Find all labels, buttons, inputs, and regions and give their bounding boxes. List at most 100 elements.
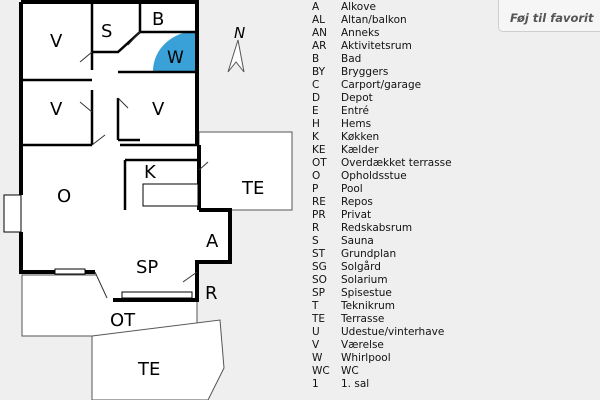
legend-label: Repos bbox=[341, 196, 373, 208]
legend-label: Opholdsstue bbox=[341, 170, 407, 182]
legend-code: T bbox=[312, 300, 319, 312]
legend-label: Privat bbox=[341, 209, 372, 221]
legend-label: Spisestue bbox=[341, 287, 392, 299]
legend-row: A Alkove bbox=[312, 1, 452, 14]
legend-code: TE bbox=[312, 313, 326, 325]
legend-label: WC bbox=[341, 365, 359, 377]
legend-label: Pool bbox=[341, 183, 363, 195]
room-label-k: K bbox=[144, 162, 157, 183]
legend-label: Alkove bbox=[341, 1, 376, 13]
legend-code: BY bbox=[312, 66, 326, 78]
legend-code: E bbox=[312, 105, 319, 117]
room-label-te1: TE bbox=[241, 178, 264, 199]
legend-label: 1. sal bbox=[341, 378, 370, 390]
legend-code: P bbox=[312, 183, 319, 195]
room-label-v2: V bbox=[50, 99, 63, 120]
legend-row: AR Aktivitetsrum bbox=[312, 40, 452, 53]
legend-code: K bbox=[312, 131, 319, 143]
legend-label: Grundplan bbox=[341, 248, 397, 260]
legend-row: B Bad bbox=[312, 53, 452, 66]
add-to-favorites-button[interactable]: Føj til favorit bbox=[498, 0, 600, 32]
room-label-s: S bbox=[101, 21, 112, 42]
legend-row: E Entré bbox=[312, 105, 452, 118]
room-label-w: W bbox=[167, 48, 184, 68]
legend-code: C bbox=[312, 79, 320, 91]
room-label-o: O bbox=[57, 186, 71, 207]
legend-label: Carport/garage bbox=[341, 79, 422, 91]
floor-plan: N V S B W V V K TE O A SP R OT TE bbox=[3, 0, 293, 400]
legend-code: AR bbox=[312, 40, 327, 52]
legend-row: P Pool bbox=[312, 183, 452, 196]
legend-code: D bbox=[312, 92, 321, 104]
legend-row: W Whirlpool bbox=[312, 352, 452, 365]
legend-label: Anneks bbox=[341, 27, 380, 39]
legend-label: Teknikrum bbox=[341, 300, 396, 312]
legend-label: Bad bbox=[341, 53, 362, 65]
room-label-v3: V bbox=[152, 99, 165, 120]
legend-code: OT bbox=[312, 157, 327, 169]
outer-walls bbox=[19, 0, 232, 302]
legend-row: RE Repos bbox=[312, 196, 452, 209]
room-label-v1: V bbox=[50, 31, 63, 52]
legend-row: U Udestue/vinterhave bbox=[312, 326, 452, 339]
legend-row: SG Solgård bbox=[312, 261, 452, 274]
window-marks bbox=[3, 183, 199, 299]
legend-label: Solarium bbox=[341, 274, 388, 286]
room-label-a: A bbox=[206, 231, 219, 252]
whirlpool-fixture bbox=[153, 31, 197, 71]
room-label-ot: OT bbox=[110, 310, 136, 331]
legend-row: T Teknikrum bbox=[312, 300, 452, 313]
legend-row: BY Bryggers bbox=[312, 66, 452, 79]
legend-label: Altan/balkon bbox=[341, 14, 407, 26]
legend-code: V bbox=[312, 339, 320, 351]
legend-code: KE bbox=[312, 144, 326, 156]
legend-code: U bbox=[312, 326, 320, 338]
room-label-sp: SP bbox=[136, 257, 158, 278]
legend-row: R Redskabsrum bbox=[312, 222, 452, 235]
north-label: N bbox=[234, 24, 245, 42]
legend-label: Sauna bbox=[341, 235, 374, 247]
legend-code: 1 bbox=[312, 378, 319, 390]
interior-walls bbox=[21, 2, 199, 300]
lower-terrace-area bbox=[91, 319, 225, 400]
legend-row: C Carport/garage bbox=[312, 79, 452, 92]
legend-code: R bbox=[312, 222, 320, 234]
legend-label: Kælder bbox=[341, 144, 379, 156]
legend-code: ST bbox=[312, 248, 326, 260]
legend-label: Redskabsrum bbox=[341, 222, 413, 234]
legend-label: Bryggers bbox=[341, 66, 389, 78]
legend-row: K Køkken bbox=[312, 131, 452, 144]
legend-label: Udestue/vinterhave bbox=[341, 326, 445, 338]
legend-row: PR Privat bbox=[312, 209, 452, 222]
legend-label: Hems bbox=[341, 118, 372, 130]
legend-row: SO Solarium bbox=[312, 274, 452, 287]
legend-code: A bbox=[312, 1, 320, 13]
legend-label: Aktivitetsrum bbox=[341, 40, 412, 52]
legend-label: Whirlpool bbox=[341, 352, 391, 364]
door-swings bbox=[79, 31, 209, 299]
legend-code: B bbox=[312, 53, 320, 65]
legend-label: Depot bbox=[341, 92, 373, 104]
north-compass-icon: N bbox=[227, 24, 245, 73]
legend-label: Entré bbox=[341, 105, 369, 117]
legend-code: PR bbox=[312, 209, 326, 221]
legend-code: W bbox=[312, 352, 323, 364]
legend-code: SO bbox=[312, 274, 327, 286]
room-labels: V S B W V V K TE O A SP R OT TE bbox=[50, 9, 264, 380]
legend-code: SG bbox=[312, 261, 327, 273]
legend-row: SP Spisestue bbox=[312, 287, 452, 300]
legend-row: ST Grundplan bbox=[312, 248, 452, 261]
legend-label: Køkken bbox=[341, 131, 380, 143]
legend-label: Solgård bbox=[341, 261, 381, 273]
legend-code: SP bbox=[312, 287, 325, 299]
legend-code: RE bbox=[312, 196, 326, 208]
